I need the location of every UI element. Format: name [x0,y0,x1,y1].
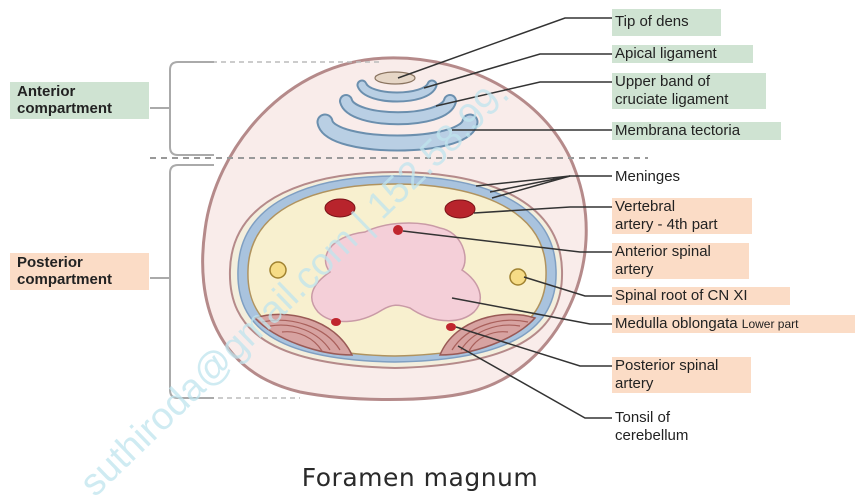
label-upper-band-line2: cruciate ligament [615,91,763,109]
label-medulla-oblongata: Medulla oblongata Lower part [612,315,855,333]
anterior-compartment-line2: compartment [17,100,142,117]
label-meninges: Meninges [612,168,683,186]
posterior-compartment-label: Posterior compartment [10,253,149,290]
anterior-bracket [170,62,214,155]
label-upper-band-line1: Upper band of [615,73,763,91]
label-medulla-main: Medulla oblongata [615,315,738,332]
label-anterior-spinal-artery: Anterior spinal artery [612,243,749,279]
label-tonsil-of-cerebellum: Tonsil of cerebellum [612,409,691,445]
anterior-spinal-artery [393,225,403,235]
label-vertebral-line2: artery - 4th part [615,216,749,234]
left-vertebral-artery [325,199,355,217]
label-spinal-root-cn-xi: Spinal root of CN XI [612,287,790,305]
label-tonsil-line2: cerebellum [615,427,688,445]
label-posterior-spinal-line2: artery [615,375,748,393]
anterior-compartment-line1: Anterior [17,83,142,100]
label-membrana-tectoria: Membrana tectoria [612,122,781,140]
label-anterior-spinal-line1: Anterior spinal [615,243,746,261]
label-medulla-small: Lower part [742,317,799,331]
label-posterior-spinal-artery: Posterior spinal artery [612,357,751,393]
label-upper-band-cruciate: Upper band of cruciate ligament [612,73,766,109]
right-posterior-spinal-artery [446,323,456,331]
posterior-compartment-line2: compartment [17,271,142,288]
right-cn-xi-root [510,269,526,285]
anterior-compartment-label: Anterior compartment [10,82,149,119]
posterior-compartment-line1: Posterior [17,254,142,271]
label-apical-ligament: Apical ligament [612,45,753,63]
label-tip-of-dens: Tip of dens [612,9,721,36]
left-cn-xi-root [270,262,286,278]
label-anterior-spinal-line2: artery [615,261,746,279]
diagram-caption: Foramen magnum [0,463,840,492]
label-vertebral-artery: Vertebral artery - 4th part [612,198,752,234]
right-vertebral-artery [445,200,475,218]
label-posterior-spinal-line1: Posterior spinal [615,357,748,375]
left-posterior-spinal-artery [331,318,341,326]
label-tonsil-line1: Tonsil of [615,409,688,427]
label-vertebral-line1: Vertebral [615,198,749,216]
